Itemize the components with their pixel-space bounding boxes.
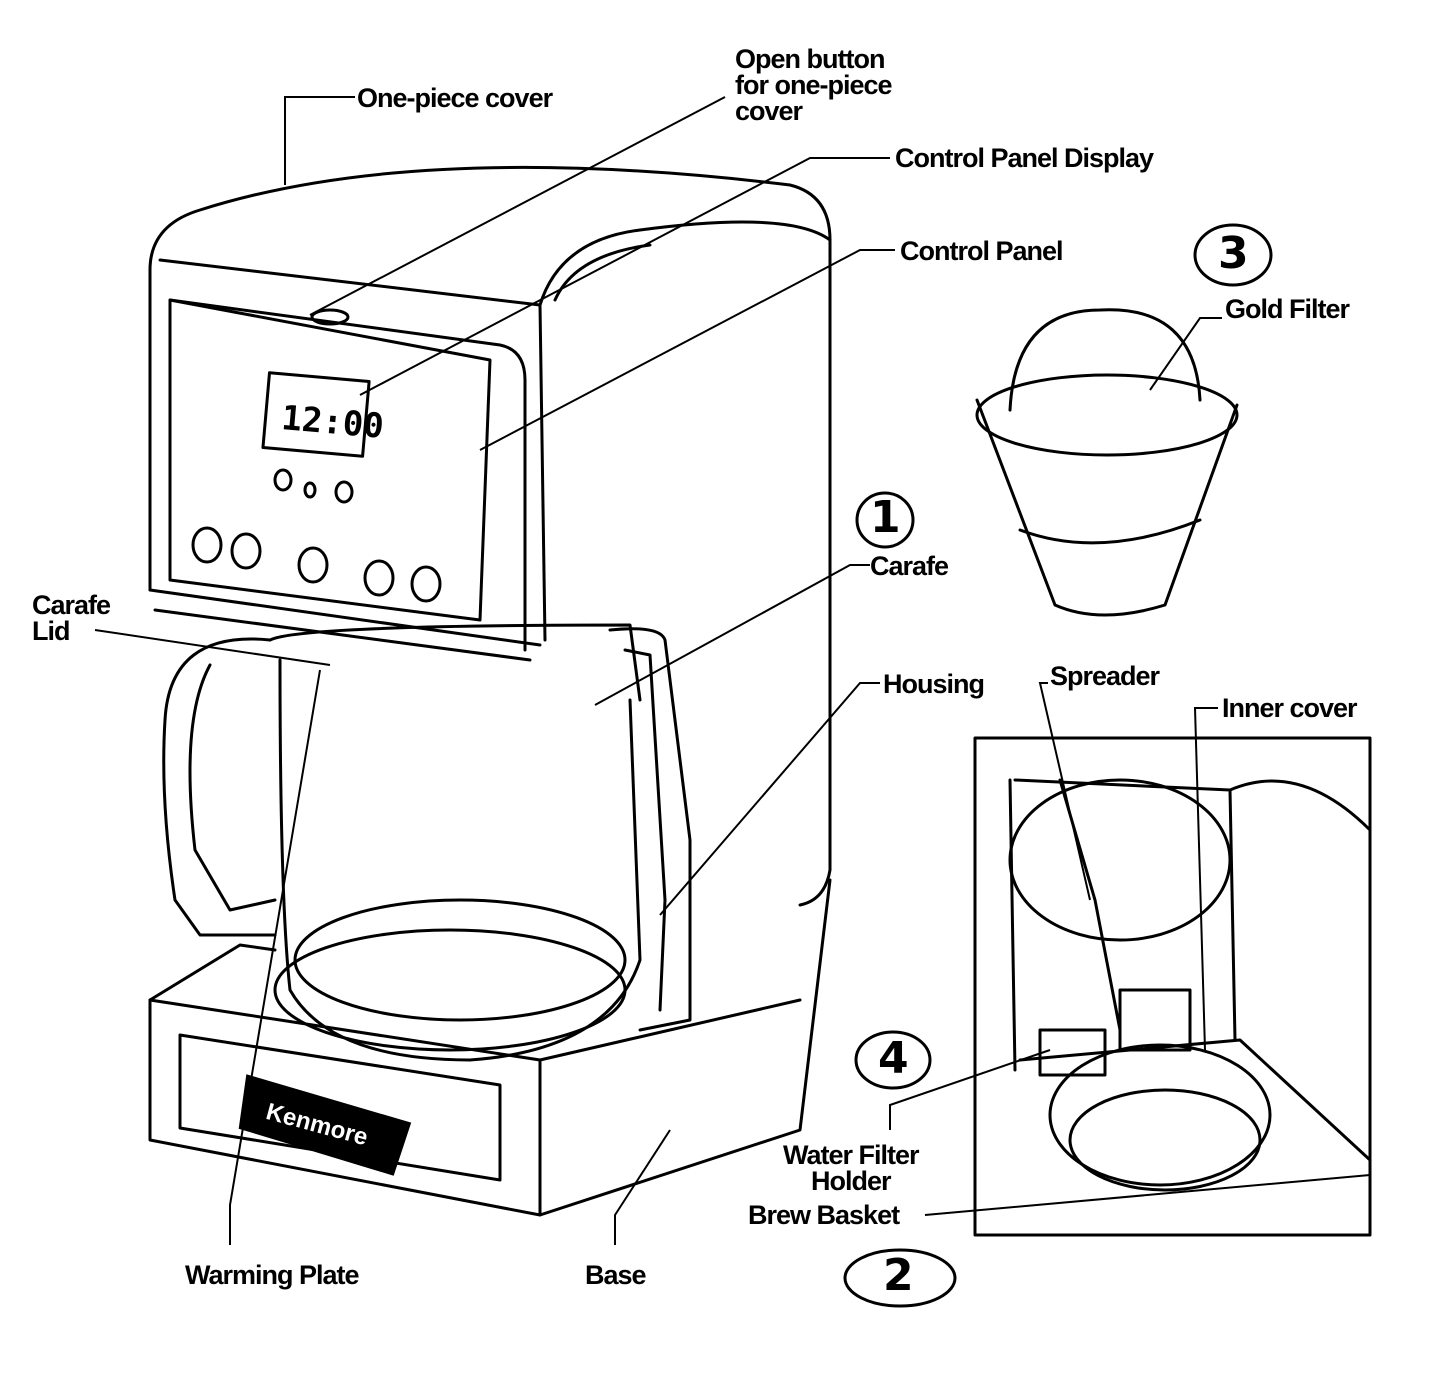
panel-button[interactable] — [334, 480, 354, 504]
gold-filter-drawing — [975, 308, 1239, 617]
callout-number-2: 2 — [883, 1250, 914, 1301]
label-housing: Housing — [883, 669, 985, 699]
label-open-button: Open button for one-piece cover — [735, 44, 893, 126]
brew-basket-inset — [973, 736, 1372, 1237]
panel-button[interactable] — [363, 559, 395, 597]
label-inner-cover: Inner cover — [1222, 693, 1358, 723]
callout-circle — [843, 1248, 957, 1308]
panel-button[interactable] — [303, 481, 317, 499]
label-brew-basket: Brew Basket — [748, 1200, 900, 1230]
carafe — [162, 623, 692, 1062]
leader-lines — [94, 96, 1371, 1245]
panel-button[interactable] — [297, 546, 329, 584]
callout-circle — [855, 491, 915, 549]
callout-circle — [1193, 223, 1273, 287]
label-water-filter-holder: Water Filter Holder — [783, 1140, 920, 1196]
panel-button[interactable] — [230, 532, 262, 570]
coffee-maker-drawing: 12:00 Kenmore — [148, 165, 1372, 1237]
panel-button[interactable] — [191, 526, 223, 564]
callout-circle — [854, 1030, 932, 1090]
label-gold-filter: Gold Filter — [1225, 294, 1350, 324]
panel-button[interactable] — [273, 468, 293, 492]
label-control-panel-display: Control Panel Display — [895, 143, 1154, 173]
label-control-panel: Control Panel — [900, 236, 1064, 266]
panel-button[interactable] — [410, 565, 442, 603]
label-base: Base — [585, 1260, 647, 1290]
callout-number-1: 1 — [870, 492, 901, 543]
display-time: 12:00 — [280, 398, 385, 447]
callout-number-4: 4 — [878, 1033, 909, 1084]
callout-number-3: 3 — [1218, 228, 1249, 279]
label-warming-plate: Warming Plate — [185, 1260, 360, 1290]
label-carafe-lid: Carafe Lid — [32, 590, 111, 646]
label-one-piece-cover: One-piece cover — [357, 83, 553, 113]
label-spreader: Spreader — [1050, 661, 1160, 691]
label-carafe: Carafe — [870, 551, 949, 581]
control-panel-display — [261, 371, 371, 458]
open-button[interactable] — [310, 308, 350, 326]
